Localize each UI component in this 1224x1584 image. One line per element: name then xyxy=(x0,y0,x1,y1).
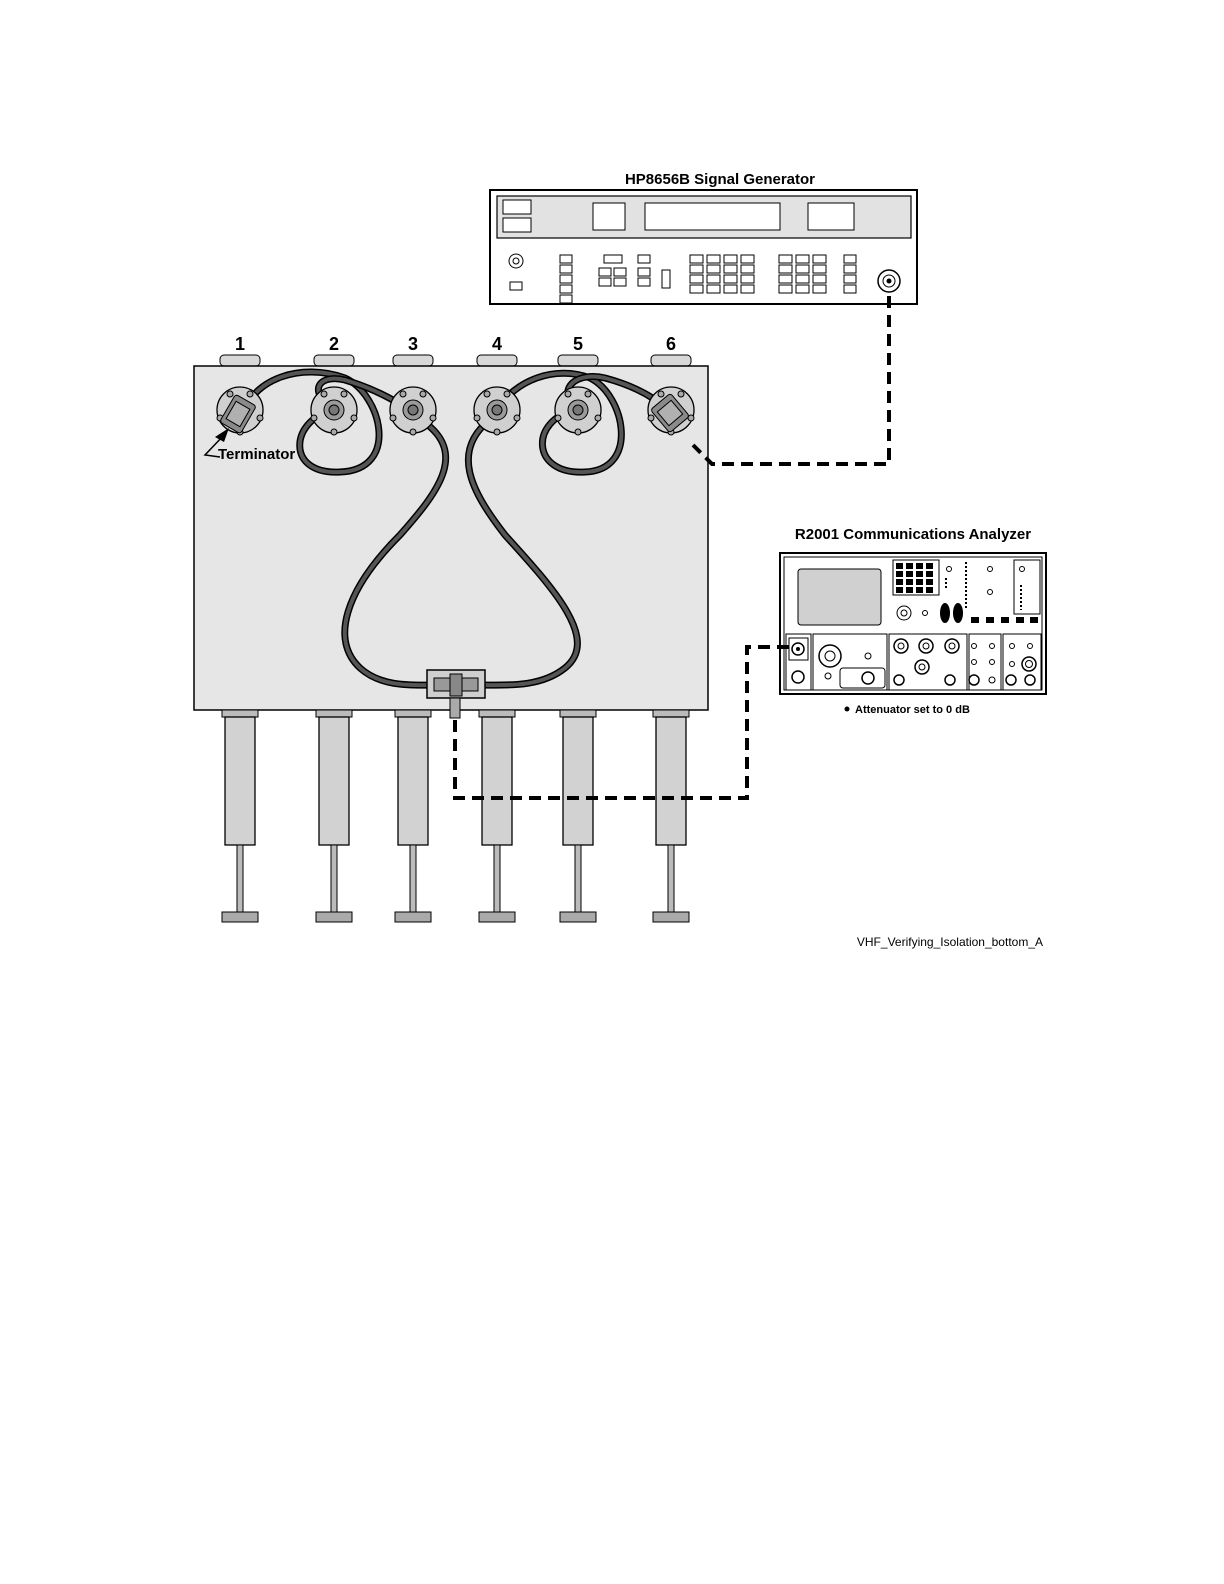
port-label-5: 5 xyxy=(573,334,583,354)
communications-analyzer: R2001 Communications Analyzer xyxy=(780,526,1046,716)
attenuator-note: Attenuator set to 0 dB xyxy=(855,704,970,716)
cavity-filter-2 xyxy=(316,710,352,922)
signal-generator-title: HP8656B Signal Generator xyxy=(625,171,815,188)
cavity-filter-6 xyxy=(653,710,689,922)
top-cap-1 xyxy=(220,355,260,366)
top-cap-5 xyxy=(558,355,598,366)
signal-generator: HP8656B Signal Generator xyxy=(490,171,917,304)
port-label-1: 1 xyxy=(235,334,245,354)
cavity-filter-4 xyxy=(479,710,515,922)
generator-to-port6-cable xyxy=(693,296,889,464)
port-label-4: 4 xyxy=(492,334,502,354)
port-label-2: 2 xyxy=(329,334,339,354)
combiner-junction xyxy=(427,670,485,718)
analyzer-title: R2001 Communications Analyzer xyxy=(795,526,1031,543)
top-cap-4 xyxy=(477,355,517,366)
cavity-filter-3 xyxy=(395,710,431,922)
cavity-filter-5 xyxy=(560,710,596,922)
top-cap-6 xyxy=(651,355,691,366)
top-cap-2 xyxy=(314,355,354,366)
port-label-3: 3 xyxy=(408,334,418,354)
analyzer-display xyxy=(798,569,881,625)
figure-file-name: VHF_Verifying_Isolation_bottom_A xyxy=(857,935,1043,949)
panel-body xyxy=(194,366,708,710)
terminator-label: Terminator xyxy=(218,446,295,463)
combiner-panel: 1 2 3 4 5 6 xyxy=(194,334,708,922)
cavity-filter-1 xyxy=(222,710,258,922)
top-cap-3 xyxy=(393,355,433,366)
port-label-6: 6 xyxy=(666,334,676,354)
